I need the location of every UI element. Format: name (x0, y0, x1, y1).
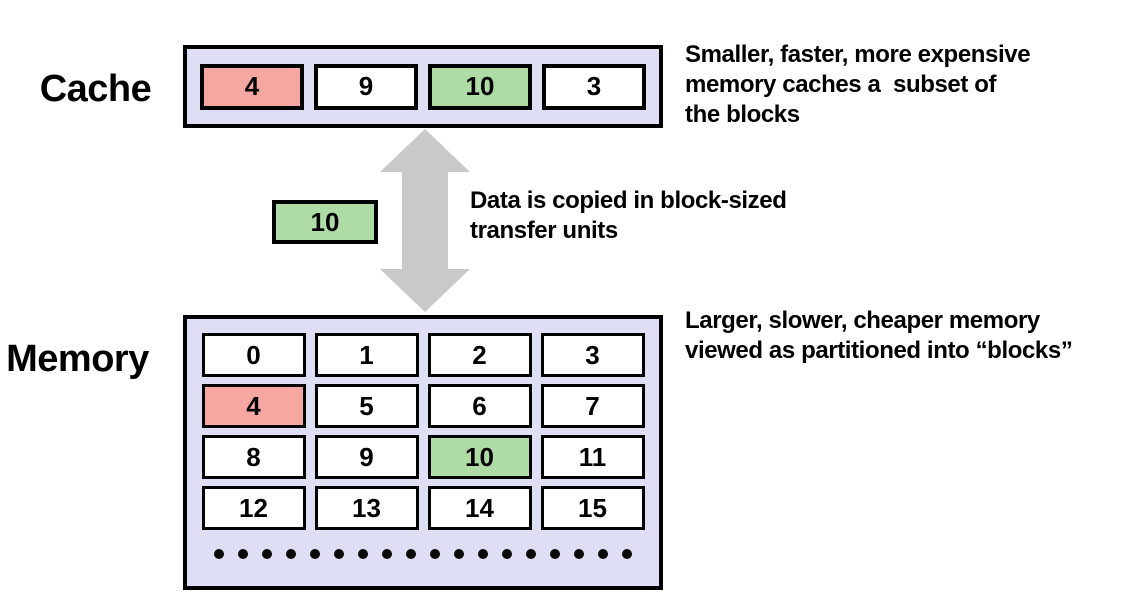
dot (526, 549, 536, 559)
transfer-arrow-icon (380, 129, 470, 312)
dot (478, 549, 488, 559)
dot (286, 549, 296, 559)
cache-block-4: 4 (200, 63, 304, 110)
transfer-note: Data is copied in block-sized transfer u… (470, 187, 787, 244)
ellipsis-dots (187, 549, 659, 559)
dot (238, 549, 248, 559)
cache-label: Cache (39, 68, 152, 110)
memory-block-1: 1 (314, 333, 419, 377)
memory-block-12: 12 (201, 486, 306, 530)
dot (262, 549, 272, 559)
memory-block-15: 15 (540, 486, 645, 530)
memory-block-8: 8 (201, 435, 306, 479)
memory-block-4: 4 (201, 384, 306, 428)
dot (598, 549, 608, 559)
cache-block-3: 3 (542, 63, 646, 110)
memory-block-0: 0 (201, 333, 306, 377)
cache-note: Smaller, faster, more expensive memory c… (685, 41, 1031, 128)
memory-block-9: 9 (314, 435, 419, 479)
cache-block-9: 9 (314, 63, 418, 110)
memory-block-11: 11 (540, 435, 645, 479)
memory-block-10: 10 (427, 435, 532, 479)
dot (430, 549, 440, 559)
dot (214, 549, 224, 559)
dot (454, 549, 464, 559)
dot (310, 549, 320, 559)
memory-block-7: 7 (540, 384, 645, 428)
memory-block-13: 13 (314, 486, 419, 530)
memory-block-2: 2 (427, 333, 532, 377)
dot (574, 549, 584, 559)
memory-block-6: 6 (427, 384, 532, 428)
memory-block-3: 3 (540, 333, 645, 377)
dot (358, 549, 368, 559)
memory-note: Larger, slower, cheaper memory viewed as… (685, 307, 1073, 364)
dot (406, 549, 416, 559)
cache-block-10: 10 (428, 63, 532, 110)
dot (622, 549, 632, 559)
memory-label: Memory (6, 338, 149, 380)
memory-block-14: 14 (427, 486, 532, 530)
dot (550, 549, 560, 559)
dot (382, 549, 392, 559)
transfer-block: 10 (272, 200, 378, 244)
memory-block-5: 5 (314, 384, 419, 428)
dot (334, 549, 344, 559)
dot (502, 549, 512, 559)
